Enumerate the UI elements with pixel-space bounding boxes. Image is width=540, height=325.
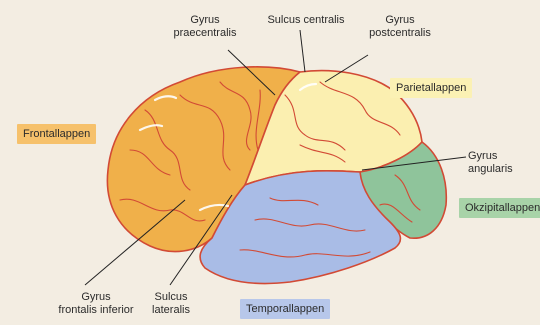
tag-okzipitallappen: Okzipitallappen (459, 198, 540, 218)
tag-frontallappen: Frontallappen (17, 124, 96, 144)
label-gyrus-postcentralis: Gyrus postcentralis (360, 14, 440, 40)
leader-sulcus-centralis (300, 30, 305, 72)
label-sulcus-lateralis: Sulcus lateralis (140, 291, 202, 317)
tag-temporallappen: Temporallappen (240, 299, 330, 319)
label-gyrus-praecentralis: Gyrus praecentralis (170, 14, 240, 40)
label-gyrus-frontalis-inferior: Gyrus frontalis inferior (44, 291, 148, 317)
label-sulcus-centralis: Sulcus centralis (256, 14, 356, 27)
tag-parietallappen: Parietallappen (390, 78, 472, 98)
label-gyrus-angularis: Gyrus angularis (468, 150, 540, 176)
